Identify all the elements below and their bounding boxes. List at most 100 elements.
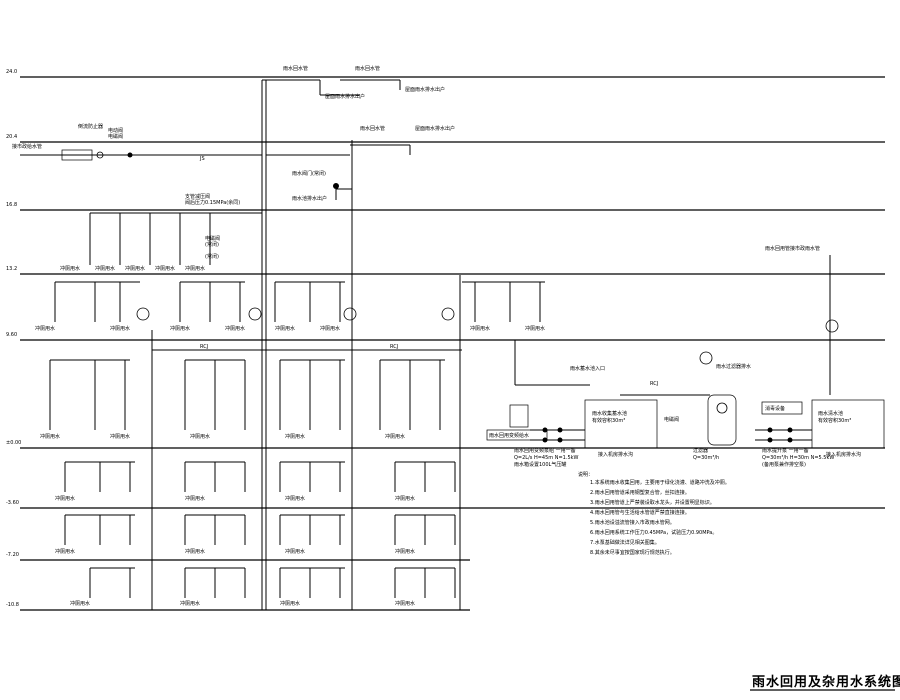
svg-text:过滤器: 过滤器 xyxy=(693,447,708,454)
mains-entry: 接市政给水管 倒流防止器 电动阀 电磁阀 JS 雨水回水管 屋面雨水排水出户 雨… xyxy=(12,123,455,202)
svg-text:屋面雨水排水出户: 屋面雨水排水出户 xyxy=(415,125,455,132)
filter-vessel xyxy=(707,394,737,446)
mains-label: 接市政给水管 xyxy=(12,143,42,150)
svg-text:冲厕用水: 冲厕用水 xyxy=(155,265,175,272)
floor-level-marks: 24.0 20.4 16.8 13.2 9.60 ±0.00 -3.60 -7.… xyxy=(6,69,21,608)
svg-text:雨水回用变频泵组 一用一备: 雨水回用变频泵组 一用一备 xyxy=(514,447,576,454)
svg-text:支管减压阀: 支管减压阀 xyxy=(185,193,210,200)
svg-text:冲厕用水: 冲厕用水 xyxy=(275,325,295,332)
note-2: 2.雨水回用管道采用钢塑复合管，丝扣连接。 xyxy=(590,489,690,496)
svg-text:冲厕用水: 冲厕用水 xyxy=(470,325,490,332)
svg-text:冲厕用水: 冲厕用水 xyxy=(180,600,200,607)
svg-text:雨水回水管: 雨水回水管 xyxy=(355,65,380,72)
main-risers xyxy=(151,80,461,610)
svg-text:冲厕用水: 冲厕用水 xyxy=(185,265,205,272)
svg-text:雨水提升泵 一用一备: 雨水提升泵 一用一备 xyxy=(762,447,809,454)
svg-text:冲厕用水: 冲厕用水 xyxy=(110,325,130,332)
disinfect-label: 消毒设备 xyxy=(765,405,785,412)
svg-text:冲厕用水: 冲厕用水 xyxy=(320,325,340,332)
svg-text:雨水箱设置100L气压罐: 雨水箱设置100L气压罐 xyxy=(514,461,566,468)
svg-text:(常闭): (常闭) xyxy=(205,241,219,248)
svg-text:冲厕用水: 冲厕用水 xyxy=(55,548,75,555)
svg-text:-10.8: -10.8 xyxy=(6,602,19,608)
svg-text:冲厕用水: 冲厕用水 xyxy=(285,548,305,555)
toilet-group-row-b2: 冲厕用水 冲厕用水 冲厕用水 冲厕用水 xyxy=(55,514,456,555)
outdoor-label-1: 接入机房排水沟 xyxy=(598,451,633,458)
svg-text:雨水回水管: 雨水回水管 xyxy=(360,125,385,132)
svg-text:-7.20: -7.20 xyxy=(6,552,19,558)
level-3-fixtures: 冲厕用水 冲厕用水 冲厕用水 冲厕用水 冲厕用水 xyxy=(60,265,205,272)
toilet-groups: 冲厕用水 冲厕用水 冲厕用水 冲厕用水 冲厕用水 冲厕用水 冲厕用水 冲厕用水 xyxy=(35,281,545,607)
notes-block: 说明： 1.本系统雨水收集回用，主要用于绿化浇灌、道路冲洗及冲厕。 2.雨水回用… xyxy=(578,471,730,556)
svg-text:冲厕用水: 冲厕用水 xyxy=(525,325,545,332)
svg-text:24.0: 24.0 xyxy=(6,69,17,75)
svg-text:电磁阀: 电磁阀 xyxy=(108,133,123,140)
svg-text:冲厕用水: 冲厕用水 xyxy=(55,495,75,502)
notes-title: 说明： xyxy=(578,471,593,478)
svg-text:冲厕用水: 冲厕用水 xyxy=(395,548,415,555)
svg-text:电动阀: 电动阀 xyxy=(108,127,123,134)
toilet-group-row-5: RCJ RCJ 冲厕用水 冲厕用水 冲厕用水 冲厕用水 冲厕用水 xyxy=(40,344,462,440)
svg-text:冲厕用水: 冲厕用水 xyxy=(40,433,60,440)
pump-rows xyxy=(530,427,812,443)
svg-text:9.60: 9.60 xyxy=(6,332,17,338)
note-8: 8.其余未尽事宜按国家现行规范执行。 xyxy=(590,549,675,556)
note-7: 7.水泵基础做法详见相关图集。 xyxy=(590,539,660,546)
svg-text:RCJ: RCJ xyxy=(650,381,658,387)
svg-text:冲厕用水: 冲厕用水 xyxy=(60,265,80,272)
svg-text:雨水阀门(常闭): 雨水阀门(常闭) xyxy=(292,170,326,177)
svg-text:冲厕用水: 冲厕用水 xyxy=(285,433,305,440)
svg-text:电磁阀: 电磁阀 xyxy=(205,235,220,242)
svg-text:雨水清水池: 雨水清水池 xyxy=(818,410,843,417)
svg-text:倒流防止器: 倒流防止器 xyxy=(78,123,103,130)
svg-text:屋面雨水排水出户: 屋面雨水排水出户 xyxy=(405,86,445,93)
svg-text:冲厕用水: 冲厕用水 xyxy=(395,600,415,607)
svg-text:雨水收集蓄水池: 雨水收集蓄水池 xyxy=(592,410,627,417)
rcj-label-1: RCJ xyxy=(200,344,208,350)
rainwater-tank-1 xyxy=(584,399,658,449)
svg-text:冲厕用水: 冲厕用水 xyxy=(190,433,210,440)
svg-text:雨水回水管: 雨水回水管 xyxy=(283,65,308,72)
disinfect-box xyxy=(761,401,803,415)
note-3: 3.雨水回用管道上严禁装设取水龙头，并设置明显标识。 xyxy=(590,499,715,506)
svg-text:-3.60: -3.60 xyxy=(6,500,19,506)
floor-lines xyxy=(20,76,885,611)
svg-text:(备用泵兼作排空泵): (备用泵兼作排空泵) xyxy=(762,461,806,468)
rainwater-tank-2 xyxy=(811,399,885,449)
svg-text:(常闭): (常闭) xyxy=(205,253,219,260)
svg-text:±0.00: ±0.00 xyxy=(6,440,21,446)
rcj-label-2: RCJ xyxy=(390,344,398,350)
svg-text:冲厕用水: 冲厕用水 xyxy=(185,548,205,555)
svg-text:冲厕用水: 冲厕用水 xyxy=(170,325,190,332)
note-4: 4.雨水回用管与生活给水管道严禁直接连接。 xyxy=(590,509,690,516)
roof-pipes: 雨水回水管 雨水回水管 屋面雨水排水出户 屋面雨水排水出户 xyxy=(262,65,445,100)
svg-text:屋面雨水排水出户: 屋面雨水排水出户 xyxy=(325,93,365,100)
svg-text:20.4: 20.4 xyxy=(6,134,17,140)
svg-text:冲厕用水: 冲厕用水 xyxy=(225,325,245,332)
note-1: 1.本系统雨水收集回用，主要用于绿化浇灌、道路冲洗及冲厕。 xyxy=(590,479,730,486)
svg-text:雨水过滤器排水: 雨水过滤器排水 xyxy=(716,363,751,370)
svg-text:13.2: 13.2 xyxy=(6,266,17,272)
svg-text:16.8: 16.8 xyxy=(6,202,17,208)
svg-text:冲厕用水: 冲厕用水 xyxy=(395,495,415,502)
svg-text:有效容积30m³: 有效容积30m³ xyxy=(818,417,851,424)
svg-text:冲厕用水: 冲厕用水 xyxy=(110,433,130,440)
note-5: 5.雨水池设溢流管接入市政雨水管网。 xyxy=(590,519,675,526)
svg-text:Q=30m³/h: Q=30m³/h xyxy=(693,455,719,461)
equipment-room: 雨水回用变频给水 雨水收集蓄水池 有效容积30m³ 雨水蓄水池入口 RCJ 雨水… xyxy=(486,245,885,468)
svg-text:冲厕用水: 冲厕用水 xyxy=(70,600,90,607)
drawing-title: 雨水回用及杂用水系统图 xyxy=(752,674,900,690)
svg-text:JS: JS xyxy=(199,156,205,162)
svg-text:Q=2L/s H=45m N=1.5kW: Q=2L/s H=45m N=1.5kW xyxy=(514,455,579,461)
svg-text:冲厕用水: 冲厕用水 xyxy=(95,265,115,272)
svg-text:雨水回用管接市政雨水管: 雨水回用管接市政雨水管 xyxy=(765,245,820,252)
svg-text:冲厕用水: 冲厕用水 xyxy=(125,265,145,272)
level-3-branches: 支管减压阀 阀后压力0.15MPa(余同) 电磁阀 (常闭) (常闭) 冲厕用水… xyxy=(60,193,262,272)
svg-text:冲厕用水: 冲厕用水 xyxy=(35,325,55,332)
toilet-group-row-b3: 冲厕用水 冲厕用水 冲厕用水 冲厕用水 xyxy=(70,567,456,607)
svg-text:Q=30m³/h H=30m N=5.5kW: Q=30m³/h H=30m N=5.5kW xyxy=(762,455,834,461)
svg-text:雨水池排水出户: 雨水池排水出户 xyxy=(292,195,327,202)
svg-text:冲厕用水: 冲厕用水 xyxy=(385,433,405,440)
svg-text:电磁阀: 电磁阀 xyxy=(664,416,679,423)
